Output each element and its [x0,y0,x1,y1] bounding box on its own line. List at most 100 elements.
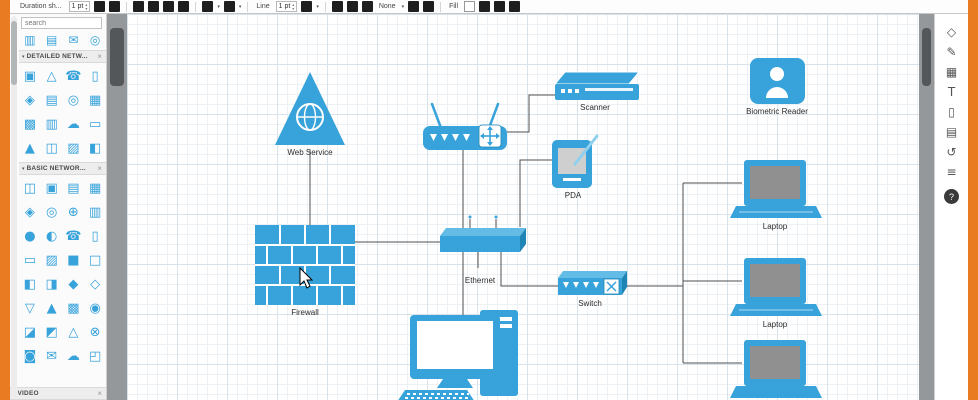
palette-shape-printer[interactable]: ▤ [67,180,80,196]
node-biometric-reader[interactable] [750,58,805,104]
node-laptop-3[interactable] [730,340,822,398]
toolbar-icon[interactable] [494,1,506,12]
dropdown-caret-icon[interactable]: ▾ [316,3,319,10]
palette-scrollbar[interactable] [11,16,17,398]
palette-shape-laptop[interactable]: ◫ [23,180,37,196]
palette-shape-modem[interactable]: ▭ [23,252,37,268]
palette-shape-mainframe[interactable]: ■ [67,252,80,268]
palette-shape-cloud-server[interactable]: ☁ [66,348,80,364]
palette-shape-satellite[interactable]: ▽ [24,300,35,316]
toolbar-icon[interactable] [408,1,420,12]
close-icon[interactable]: × [97,51,102,61]
section-header-video[interactable]: ▸ VIDEO × [10,387,106,400]
close-icon[interactable]: × [97,388,102,398]
palette-shape-antenna[interactable]: ▲ [24,140,35,156]
close-icon[interactable]: × [97,163,102,173]
node-laptop-2[interactable] [730,258,822,316]
palette-shape-server[interactable]: ▨ [45,252,58,268]
palette-shape-display[interactable]: ◰ [88,348,102,364]
freehand-icon[interactable]: ✎ [946,45,957,59]
fill-color-swatch[interactable] [464,1,476,12]
palette-shape-smartphone[interactable]: ▯ [91,228,99,244]
toolbar-icon[interactable] [423,1,435,12]
palette-shape-gateway[interactable]: ▦ [88,92,102,108]
toolbar-icon[interactable] [301,1,313,12]
toolbar-icon[interactable] [202,1,214,12]
section-header-detailed-network[interactable]: ▾ DETAILED NETW... × [19,50,106,63]
palette-shape-rack[interactable]: ▨ [67,140,80,156]
palette-shape-lock[interactable]: ◙ [23,348,37,364]
node-wireless-router[interactable] [423,102,507,150]
node-pda[interactable] [552,134,599,188]
palette-shape-cloud[interactable]: ☁ [66,116,80,132]
toolbar-icon[interactable] [361,1,373,12]
palette-shape-server[interactable]: ▥ [24,33,36,47]
dropdown-caret-icon[interactable]: ▾ [238,3,242,10]
search-input[interactable] [21,17,102,29]
connector-edges[interactable] [309,94,742,364]
node-firewall[interactable] [255,225,355,305]
palette-shape-hub[interactable]: ◆ [68,276,79,292]
toolbar-icon[interactable] [331,1,343,12]
palette-shape-ups[interactable]: ◪ [23,324,37,340]
palette-shape-scanner[interactable]: ▦ [88,180,102,196]
palette-shape-desktop[interactable]: ▣ [45,180,58,196]
layers-icon[interactable]: ≡ [946,165,957,179]
undo-history-icon[interactable]: ↺ [946,145,957,159]
palette-shape-antenna[interactable]: ▲ [46,300,57,316]
insert-image-icon[interactable]: ▦ [945,65,958,79]
shapes-icon[interactable]: ◇ [946,25,957,39]
node-ethernet[interactable] [440,228,526,252]
palette-shape-user[interactable]: ● [24,228,36,244]
palette-shape-mail[interactable]: ✉ [46,348,58,364]
toolbar-icon[interactable] [346,1,358,12]
toolbar-icon[interactable] [163,1,175,12]
palette-shape-mail-server[interactable]: ✉ [68,33,79,47]
canvas-scrollbar-left[interactable] [107,14,127,400]
palette-shape-ip-phone[interactable]: ☎ [65,68,82,84]
stepper-arrows-icon[interactable]: ▴▾ [292,1,295,11]
palette-shape-repeater[interactable]: ⊕ [67,204,79,220]
palette-shape-nas[interactable]: ◧ [23,276,37,292]
node-switch[interactable] [558,271,627,295]
palette-shape-gateway[interactable]: ◇ [90,276,101,292]
palette-shape-camera[interactable]: ◎ [89,33,101,47]
palette-shape-terminal[interactable]: □ [88,252,102,268]
palette-shape-web-server[interactable]: ▣ [23,68,37,84]
palette-shape-access-point[interactable]: ◎ [45,204,58,220]
line-width-input[interactable]: 1 pt ▴▾ [275,1,298,12]
palette-shape-printer[interactable]: ▤ [45,33,58,47]
dropdown-caret-icon[interactable]: ▾ [217,3,220,10]
palette-shape-firewall[interactable]: ▩ [23,116,37,132]
toolbar-icon[interactable] [479,1,491,12]
palette-shape-router[interactable]: ◈ [24,92,35,108]
insert-text-icon[interactable]: T [947,85,956,99]
palette-shape-modem[interactable]: ▭ [88,116,102,132]
palette-shape-san[interactable]: ◨ [45,276,58,292]
section-header-basic-network[interactable]: ▾ BASIC NETWOR... × [19,162,106,175]
node-laptop-1[interactable] [730,160,822,218]
toolbar-icon[interactable] [133,1,145,12]
palette-shape-bridge[interactable]: ▥ [88,204,102,220]
palette-shape-storage[interactable]: ◧ [88,140,102,156]
toolbar-icon[interactable] [223,1,235,12]
palette-shape-wireless-router[interactable]: ◈ [24,204,35,220]
toolbar-icon[interactable] [148,1,160,12]
stepper-arrows-icon[interactable]: ▴▾ [85,1,88,11]
palette-shape-hub[interactable]: ◎ [67,92,80,108]
page-icon[interactable]: ▯ [948,105,955,119]
palette-shape-phone[interactable]: ☎ [65,228,82,244]
palette-shape-pda[interactable]: ▯ [91,68,99,84]
dropdown-caret-icon[interactable]: ▾ [401,3,405,10]
palette-shape-server[interactable]: ▥ [45,116,58,132]
toolbar-icon[interactable] [178,1,190,12]
scrollbar-thumb[interactable] [922,28,931,86]
palette-shape-rack[interactable]: ◩ [45,324,58,340]
toolbar-icon[interactable] [109,1,121,12]
node-desktop-computer[interactable] [397,310,518,400]
help-button[interactable]: ? [944,189,959,204]
palette-shape-router[interactable]: ⊗ [89,324,101,340]
palette-shape-firewall[interactable]: ▩ [67,300,80,316]
node-scanner[interactable] [553,71,641,100]
canvas-scrollbar-right[interactable] [919,14,934,400]
